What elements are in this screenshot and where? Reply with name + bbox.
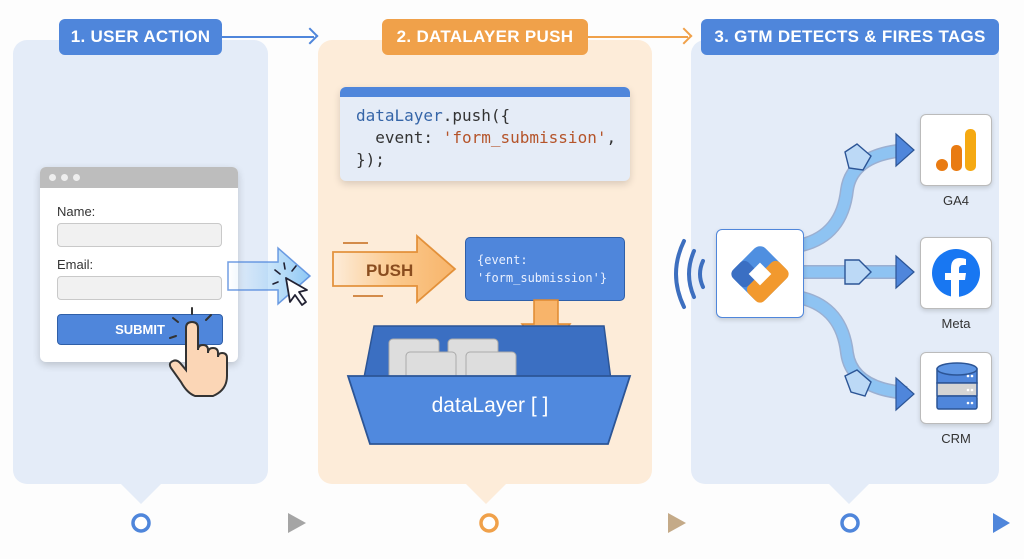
progress-timeline [14, 513, 1010, 533]
code-comma: , [606, 128, 617, 147]
window-titlebar [40, 167, 238, 188]
hand-pointer-icon [168, 307, 228, 397]
database-icon [936, 362, 978, 410]
connector-arrow-2 [588, 27, 693, 45]
crm-label: CRM [941, 431, 971, 446]
gtm-box [716, 229, 804, 318]
tag-icon [844, 143, 872, 397]
gtm-logo-icon [731, 246, 789, 303]
panel-pointer [466, 484, 506, 504]
code-close: }); [356, 150, 385, 169]
timeline-arrowhead-3 [993, 513, 1010, 533]
crm-card[interactable] [920, 352, 992, 424]
code-method: .push({ [442, 106, 511, 125]
code-key: event: [356, 128, 443, 147]
name-label: Name: [57, 204, 96, 219]
code-snippet-card: dataLayer.push({ event: 'form_submission… [340, 87, 630, 181]
code-card-header [340, 87, 630, 97]
name-input[interactable] [57, 223, 222, 247]
window-dot [73, 174, 80, 181]
step3-badge: 3. GTM DETECTS & FIRES TAGS [701, 19, 999, 55]
meta-label: Meta [941, 316, 971, 331]
step2-badge: 2. DATALAYER PUSH [382, 19, 588, 55]
connector-arrow-1 [222, 27, 319, 45]
ga4-label: GA4 [942, 193, 969, 208]
push-label: PUSH [366, 261, 413, 280]
meta-card[interactable] [920, 237, 992, 309]
step1-badge: 1. USER ACTION [59, 19, 222, 55]
facebook-icon [932, 249, 980, 297]
code-snippet: dataLayer.push({ event: 'form_submission… [340, 97, 630, 171]
datalayer-container [346, 325, 632, 445]
window-dot [61, 174, 68, 181]
timeline-node-2 [479, 513, 499, 533]
panel-pointer [829, 484, 869, 504]
event-object-box: {event: 'form_submission'} [465, 237, 625, 301]
code-object: dataLayer [356, 106, 443, 125]
email-label: Email: [57, 257, 94, 272]
mouse-cursor-icon [285, 277, 308, 306]
code-string: 'form_submission' [442, 128, 607, 147]
tag-flow-ribbons [800, 132, 915, 412]
timeline-arrowhead-2 [668, 513, 686, 533]
panel-pointer [121, 484, 161, 504]
email-input[interactable] [57, 276, 222, 300]
timeline-arrowhead-1 [288, 513, 306, 533]
form-window: Name: Email: SUBMIT [40, 167, 238, 362]
timeline-node-3 [840, 513, 860, 533]
ga4-card[interactable] [920, 114, 992, 186]
datalayer-label: dataLayer [ ] [431, 394, 549, 417]
push-arrow: PUSH [332, 234, 457, 304]
transition-arrow-glow [227, 246, 312, 306]
ga4-icon [936, 129, 976, 171]
signal-waves-icon [674, 239, 705, 309]
timeline-node-1 [131, 513, 151, 533]
window-dot [49, 174, 56, 181]
